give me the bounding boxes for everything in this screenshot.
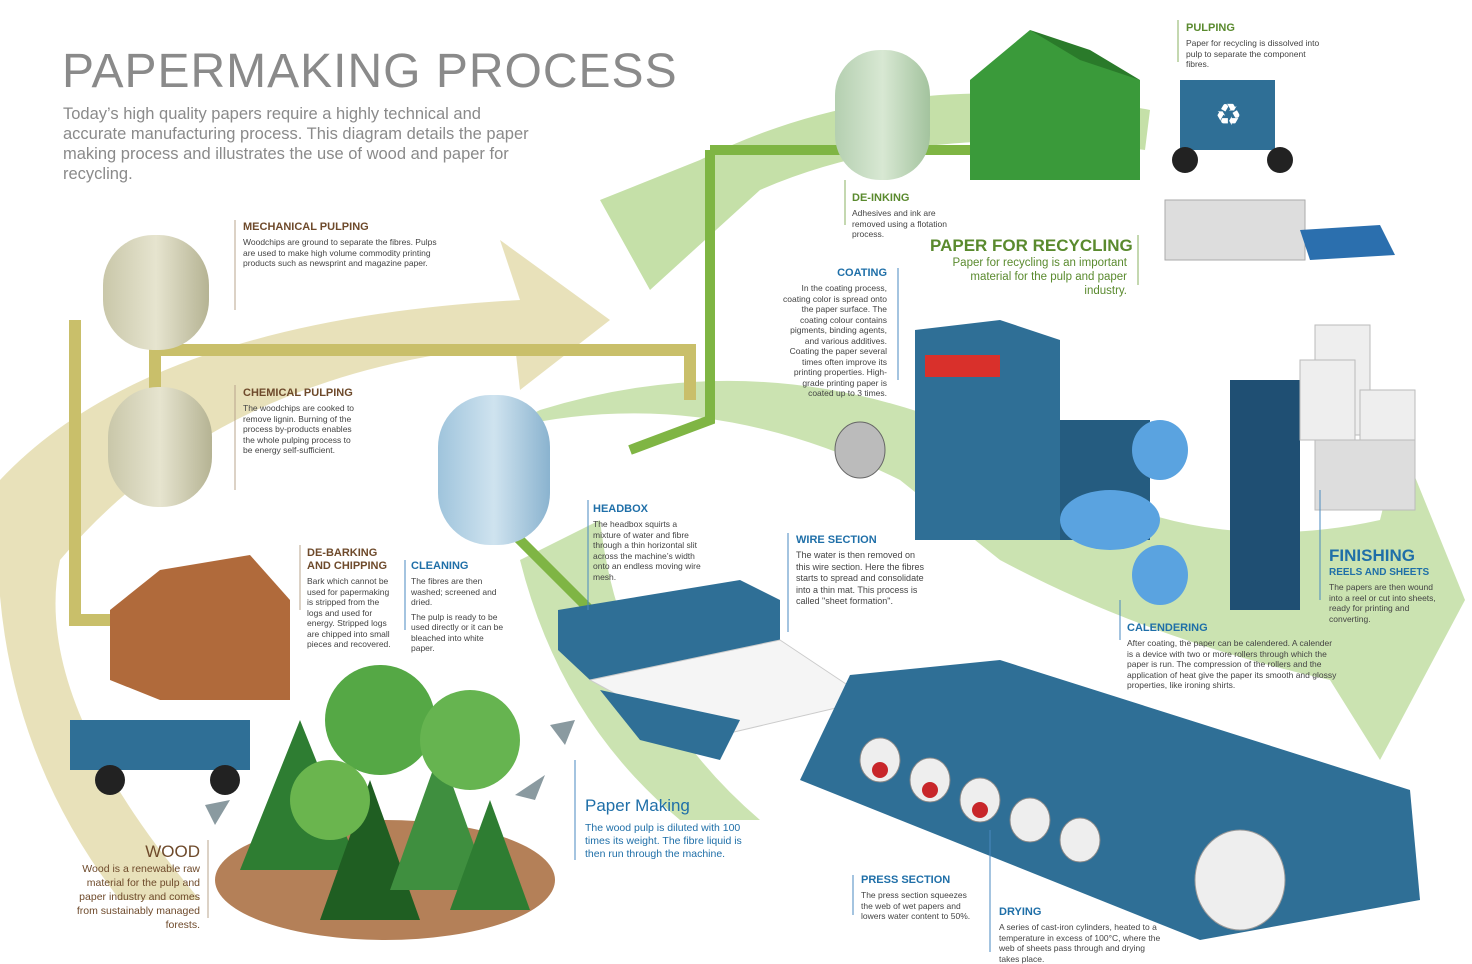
section-body: The papers are then wound into a reel or… <box>1329 582 1436 624</box>
chemical-pulping-tank <box>108 387 212 507</box>
section-title: DE-INKING <box>852 192 910 204</box>
pulping-house <box>970 30 1140 180</box>
drying-label: DRYING A series of cast-iron cylinders, … <box>999 906 1164 964</box>
section-body: The press section squeezes the web of we… <box>861 890 971 921</box>
section-body: The wood pulp is diluted with 100 times … <box>585 822 742 860</box>
finished-reels <box>1299 324 1416 511</box>
section-body: The woodchips are cooked to remove ligni… <box>243 403 355 455</box>
section-body: Paper for recycling is an important mate… <box>952 257 1128 297</box>
mechanical-pulping-label: MECHANICAL PULPING Woodchips are ground … <box>243 221 443 269</box>
intro-text: Today’s high quality papers require a hi… <box>63 105 529 183</box>
section-title: PULPING <box>1186 22 1235 34</box>
section-title: MECHANICAL PULPING <box>243 221 369 233</box>
calender-machine <box>1230 380 1300 610</box>
section-body: In the coating process, coating color is… <box>783 283 887 398</box>
paper-reel <box>1194 829 1286 931</box>
section-body: Adhesives and ink are removed using a fl… <box>852 208 947 239</box>
section-title: CLEANING <box>411 560 469 572</box>
pulping-label: PULPING Paper for recycling is dissolved… <box>1186 22 1326 70</box>
press-section-label: PRESS SECTION The press section squeezes… <box>861 874 971 922</box>
section-body: Paper for recycling is dissolved into pu… <box>1186 38 1320 69</box>
section-title: WIRE SECTION <box>796 534 877 546</box>
recycle-icon: ♻ <box>1215 99 1242 132</box>
section-body: The pulp is ready to be used directly or… <box>411 611 504 654</box>
debarking-house <box>110 555 290 700</box>
section-title: FINISHING <box>1329 546 1415 565</box>
recycling-truck <box>1180 80 1275 150</box>
section-title: Paper Making <box>585 796 690 815</box>
paper-for-recycling-label: PAPER FOR RECYCLING Paper for recycling … <box>930 236 1133 298</box>
headbox <box>558 580 780 680</box>
debarking-label: DE-BARKING AND CHIPPING Bark which canno… <box>307 547 391 650</box>
section-title: PAPER FOR RECYCLING <box>930 236 1133 255</box>
section-title: DE-BARKING AND CHIPPING <box>307 547 388 572</box>
paper-making-label: Paper Making The wood pulp is diluted wi… <box>585 796 745 861</box>
chemical-pulping-label: CHEMICAL PULPING The woodchips are cooke… <box>243 387 355 456</box>
bird-icon <box>205 720 575 825</box>
section-title: PRESS SECTION <box>861 874 951 886</box>
finishing-label: FINISHING REELS AND SHEETS The papers ar… <box>1329 546 1441 624</box>
section-body: Bark which cannot be used for papermakin… <box>307 576 391 649</box>
deinking-tank <box>835 50 930 180</box>
section-title: WOOD <box>145 842 200 861</box>
section-body: A series of cast-iron cylinders, heated … <box>999 922 1161 964</box>
section-title: COATING <box>837 267 887 279</box>
wire-section-label: WIRE SECTION The water is then removed o… <box>796 534 928 608</box>
coating-label: COATING In the coating process, coating … <box>780 267 887 399</box>
calendering-label: CALENDERING After coating, the paper can… <box>1127 622 1339 691</box>
section-body: Wood is a renewable raw material for the… <box>76 863 200 931</box>
section-body: Woodchips are ground to separate the fib… <box>243 237 437 268</box>
coating-machine <box>915 320 1060 540</box>
deinking-label: DE-INKING Adhesives and ink are removed … <box>852 192 967 240</box>
section-title: DRYING <box>999 906 1042 918</box>
mechanical-pulping-tank <box>103 235 209 350</box>
section-subtitle: REELS AND SHEETS <box>1329 567 1430 578</box>
page-title: PAPERMAKING PROCESS <box>62 45 678 98</box>
section-body: The water is then removed on this wire s… <box>796 550 925 606</box>
headbox-label: HEADBOX The headbox squirts a mixture of… <box>593 503 705 582</box>
section-body: After coating, the paper can be calender… <box>1127 638 1337 690</box>
wood-label: WOOD Wood is a renewable raw material fo… <box>60 842 200 932</box>
cleaning-tank <box>438 395 550 545</box>
section-title: CHEMICAL PULPING <box>243 387 353 399</box>
section-title: HEADBOX <box>593 503 649 515</box>
section-body: The headbox squirts a mixture of water a… <box>593 519 701 582</box>
log-truck <box>70 720 250 770</box>
recycling-paper-stack <box>1164 199 1306 261</box>
section-body: The fibres are then washed; screened and… <box>411 576 497 607</box>
cleaning-label: CLEANING The fibres are then washed; scr… <box>411 560 506 658</box>
section-title: CALENDERING <box>1127 622 1208 634</box>
dryer-cylinders <box>859 737 1101 863</box>
forest-trees <box>240 665 530 920</box>
